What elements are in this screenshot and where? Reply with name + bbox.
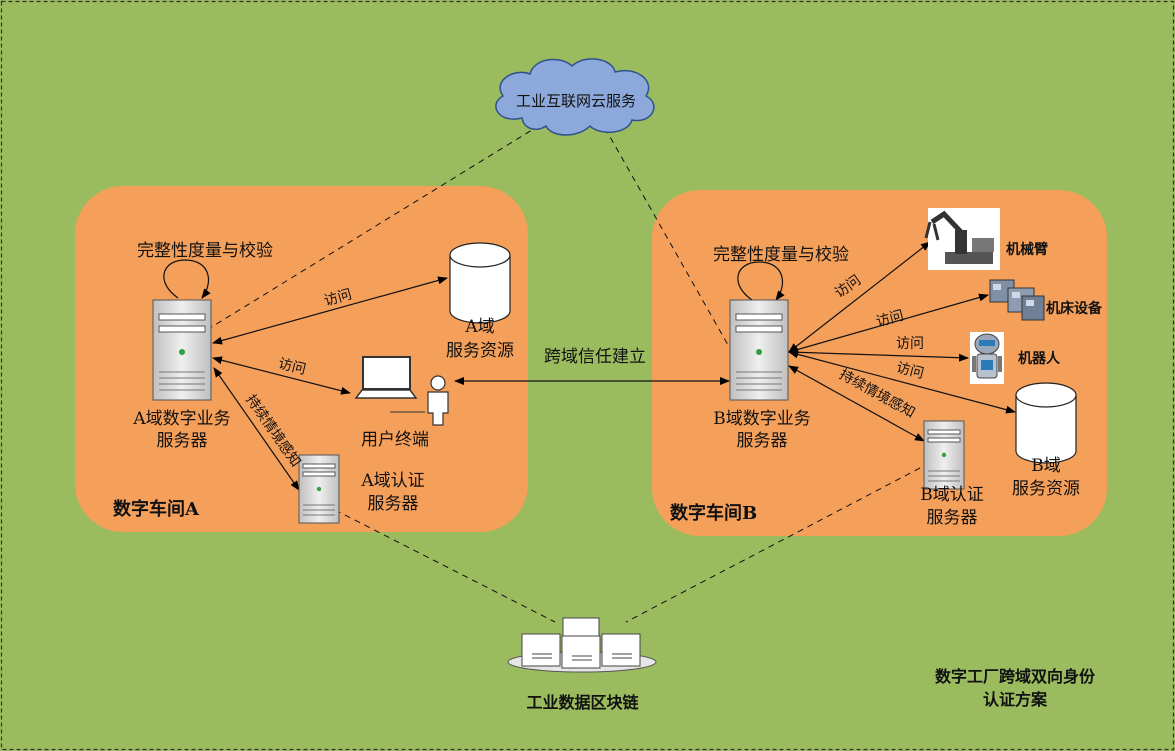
chain-link-b [625, 467, 921, 623]
server-label-a-1: A域数字业务 [133, 409, 231, 429]
arrow-a-resource [212, 276, 448, 345]
integrity-label-a: 完整性度量与校验 [137, 241, 273, 261]
robot-label: 机器人 [1018, 351, 1060, 367]
scheme-title-2: 认证方案 [982, 690, 1047, 709]
terminal-label: 用户终端 [361, 430, 429, 450]
scheme-title-1: 数字工厂跨域双向身份 [934, 667, 1095, 686]
integrity-label-b: 完整性度量与校验 [713, 245, 849, 265]
auth-label-a-1: A域认证 [361, 471, 425, 491]
robotic-arm-icon [924, 208, 1000, 270]
arrow-a-auth [213, 367, 300, 491]
cloud-link-b [604, 127, 729, 346]
user-icon [427, 375, 449, 426]
machine-label: 机床设备 [1046, 301, 1102, 317]
blockchain-label: 工业数据区块链 [526, 693, 639, 712]
resource-a-cylinder-icon [449, 242, 511, 324]
resource-label-b-2: 服务资源 [1012, 479, 1080, 499]
laptop-icon [354, 356, 425, 413]
chain-link-a [334, 509, 556, 623]
arrow-b-auth [788, 365, 925, 442]
server-b-icon [729, 299, 789, 401]
auth-label-b-1: B域认证 [920, 485, 984, 505]
server-label-b-2: 服务器 [736, 431, 788, 451]
resource-label-b-1: B域 [1031, 456, 1061, 476]
integrity-loop-b [737, 261, 785, 301]
resource-label-a-2: 服务资源 [446, 341, 514, 361]
cloud-icon [495, 58, 655, 136]
server-label-a-2: 服务器 [156, 431, 208, 451]
arrow-b-machine [788, 293, 989, 354]
arm-label: 机械臂 [1006, 242, 1048, 258]
zone-b-title: 数字车间B [670, 503, 758, 524]
trust-label: 跨域信任建立 [544, 347, 646, 367]
zone-a-title: 数字车间A [113, 499, 199, 520]
blockchain-icon [507, 617, 657, 673]
auth-label-a-2: 服务器 [367, 494, 419, 514]
integrity-loop-a [163, 259, 211, 299]
auth-server-b-icon [923, 420, 965, 490]
machine-tool-icon [989, 279, 1045, 321]
access-label-b-3: 访问 [896, 336, 924, 352]
robot-icon [970, 332, 1004, 384]
auth-label-b-2: 服务器 [926, 508, 978, 528]
resource-label-a-1: A域 [465, 317, 495, 337]
server-a-icon [152, 299, 212, 401]
server-label-b-1: B域数字业务 [713, 409, 811, 429]
resource-b-cylinder-icon [1015, 382, 1077, 464]
cloud-label: 工业互联网云服务 [515, 92, 636, 110]
